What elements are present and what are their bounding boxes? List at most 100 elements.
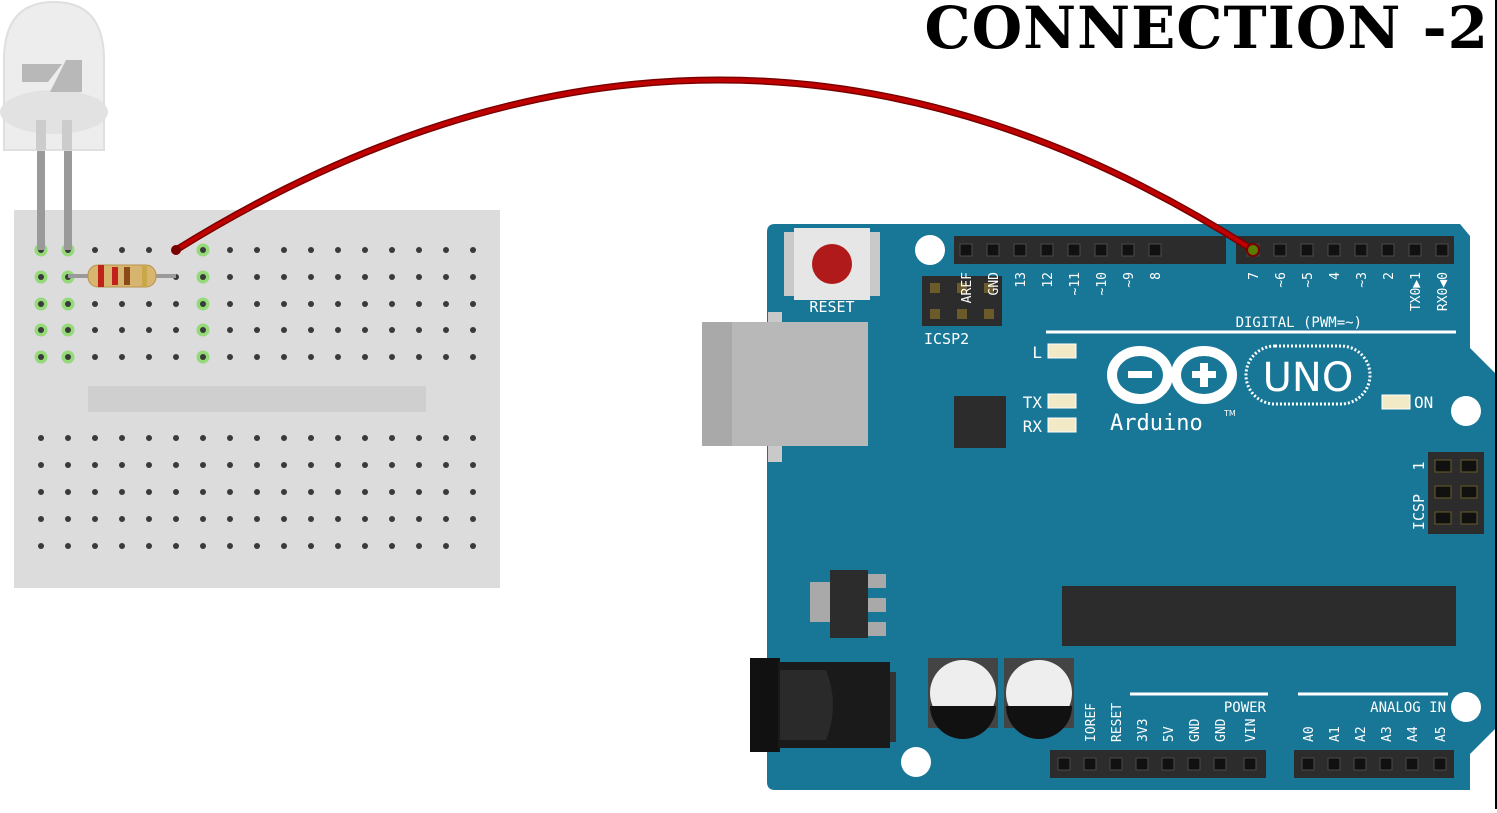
breadboard-hole[interactable]: [389, 354, 395, 360]
breadboard-hole[interactable]: [65, 327, 71, 333]
breadboard-hole[interactable]: [146, 435, 152, 441]
breadboard-hole[interactable]: [335, 462, 341, 468]
breadboard-hole[interactable]: [200, 435, 206, 441]
header-pin[interactable]: [1381, 243, 1395, 257]
breadboard-hole[interactable]: [281, 489, 287, 495]
breadboard-hole[interactable]: [443, 301, 449, 307]
reset-button[interactable]: [784, 228, 880, 300]
breadboard-hole[interactable]: [200, 247, 206, 253]
icsp2-pin[interactable]: [957, 283, 967, 293]
breadboard-hole[interactable]: [200, 543, 206, 549]
header-pin[interactable]: [1121, 243, 1135, 257]
breadboard-hole[interactable]: [65, 516, 71, 522]
breadboard-hole[interactable]: [227, 435, 233, 441]
breadboard-hole[interactable]: [308, 274, 314, 280]
breadboard-hole[interactable]: [92, 354, 98, 360]
icsp2-pin[interactable]: [930, 309, 940, 319]
breadboard-hole[interactable]: [146, 301, 152, 307]
breadboard-hole[interactable]: [65, 543, 71, 549]
breadboard-hole[interactable]: [281, 543, 287, 549]
header-pin[interactable]: [1013, 243, 1027, 257]
breadboard-hole[interactable]: [416, 274, 422, 280]
breadboard-hole[interactable]: [227, 354, 233, 360]
breadboard-hole[interactable]: [443, 543, 449, 549]
breadboard-hole[interactable]: [38, 462, 44, 468]
header-pin[interactable]: [1213, 757, 1227, 771]
breadboard-hole[interactable]: [227, 247, 233, 253]
header-pin[interactable]: [1379, 757, 1393, 771]
breadboard-hole[interactable]: [92, 247, 98, 253]
breadboard-hole[interactable]: [92, 462, 98, 468]
breadboard-hole[interactable]: [416, 301, 422, 307]
breadboard-hole[interactable]: [281, 462, 287, 468]
breadboard-hole[interactable]: [119, 462, 125, 468]
breadboard-hole[interactable]: [146, 247, 152, 253]
breadboard-hole[interactable]: [281, 301, 287, 307]
breadboard-hole[interactable]: [200, 489, 206, 495]
breadboard-hole[interactable]: [92, 543, 98, 549]
breadboard-hole[interactable]: [416, 462, 422, 468]
breadboard-hole[interactable]: [227, 543, 233, 549]
breadboard-hole[interactable]: [38, 354, 44, 360]
breadboard-hole[interactable]: [119, 516, 125, 522]
header-pin[interactable]: [1040, 243, 1054, 257]
header-pin[interactable]: [959, 243, 973, 257]
breadboard-hole[interactable]: [308, 435, 314, 441]
breadboard-hole[interactable]: [92, 301, 98, 307]
breadboard-hole[interactable]: [389, 516, 395, 522]
breadboard-hole[interactable]: [389, 489, 395, 495]
breadboard-hole[interactable]: [470, 327, 476, 333]
header-pin[interactable]: [1435, 243, 1449, 257]
breadboard-hole[interactable]: [281, 354, 287, 360]
breadboard-hole[interactable]: [443, 327, 449, 333]
breadboard-hole[interactable]: [65, 435, 71, 441]
breadboard-hole[interactable]: [443, 274, 449, 280]
breadboard-hole[interactable]: [92, 516, 98, 522]
header-pin[interactable]: [1353, 757, 1367, 771]
breadboard-hole[interactable]: [308, 489, 314, 495]
breadboard-hole[interactable]: [119, 543, 125, 549]
header-pin[interactable]: [1094, 243, 1108, 257]
breadboard-hole[interactable]: [254, 543, 260, 549]
breadboard-hole[interactable]: [281, 274, 287, 280]
breadboard-hole[interactable]: [146, 543, 152, 549]
breadboard-hole[interactable]: [173, 462, 179, 468]
breadboard-hole[interactable]: [227, 462, 233, 468]
breadboard-hole[interactable]: [38, 274, 44, 280]
breadboard-hole[interactable]: [146, 354, 152, 360]
breadboard-hole[interactable]: [335, 247, 341, 253]
breadboard-hole[interactable]: [173, 435, 179, 441]
header-pin[interactable]: [1327, 243, 1341, 257]
icsp-pin[interactable]: [1434, 459, 1452, 473]
breadboard-hole[interactable]: [119, 435, 125, 441]
breadboard-hole[interactable]: [38, 301, 44, 307]
icsp-pin[interactable]: [1460, 485, 1478, 499]
breadboard-hole[interactable]: [362, 489, 368, 495]
breadboard-hole[interactable]: [281, 247, 287, 253]
breadboard-hole[interactable]: [200, 516, 206, 522]
icsp-pin[interactable]: [1434, 485, 1452, 499]
breadboard-hole[interactable]: [173, 489, 179, 495]
header-pin[interactable]: [1408, 243, 1422, 257]
breadboard-hole[interactable]: [119, 354, 125, 360]
breadboard-hole[interactable]: [119, 327, 125, 333]
breadboard-hole[interactable]: [281, 516, 287, 522]
breadboard-hole[interactable]: [200, 462, 206, 468]
breadboard-hole[interactable]: [335, 435, 341, 441]
breadboard-hole[interactable]: [65, 354, 71, 360]
breadboard-hole[interactable]: [470, 516, 476, 522]
breadboard-hole[interactable]: [470, 462, 476, 468]
breadboard-hole[interactable]: [308, 462, 314, 468]
header-pin[interactable]: [1433, 757, 1447, 771]
breadboard-hole[interactable]: [335, 516, 341, 522]
breadboard-hole[interactable]: [416, 327, 422, 333]
breadboard-hole[interactable]: [146, 462, 152, 468]
breadboard-hole[interactable]: [335, 489, 341, 495]
breadboard-hole[interactable]: [254, 435, 260, 441]
breadboard-hole[interactable]: [173, 354, 179, 360]
breadboard-hole[interactable]: [416, 516, 422, 522]
breadboard-hole[interactable]: [38, 543, 44, 549]
breadboard-hole[interactable]: [65, 462, 71, 468]
header-pin[interactable]: [1109, 757, 1123, 771]
breadboard-hole[interactable]: [443, 489, 449, 495]
